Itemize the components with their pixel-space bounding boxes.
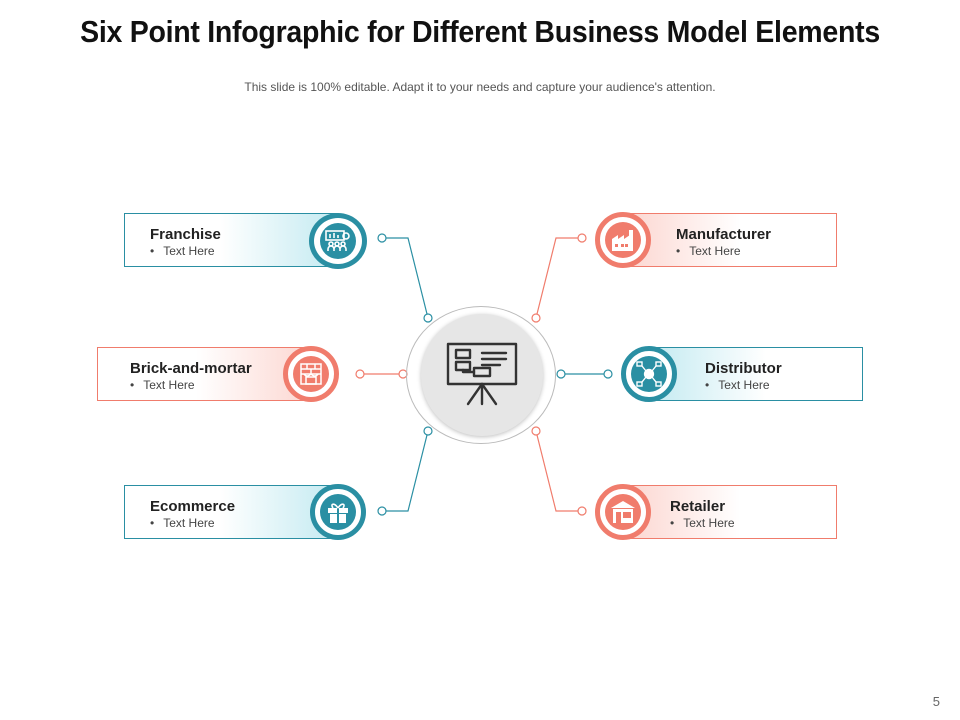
slide-title: Six Point Infographic for Different Busi… [80,14,880,49]
connector-manufacturer [535,237,582,319]
icon-circle-franchise [309,213,367,269]
item-box-brick-and-mortar: Brick-and-mortar •Text Here [97,347,317,401]
item-title-manufacturer: Manufacturer [676,226,772,243]
item-box-franchise: Franchise •Text Here [124,213,338,267]
item-bullet-distributor: •Text Here [705,378,770,392]
gift-icon [328,503,348,523]
icon-circle-manufacturer [595,212,651,268]
item-bullet-brick-and-mortar: •Text Here [130,378,195,392]
item-title-brick-and-mortar: Brick-and-mortar [130,360,252,377]
item-title-ecommerce: Ecommerce [150,498,236,515]
item-bullet-franchise: •Text Here [150,244,215,258]
item-bullet-retailer: •Text Here [670,516,735,530]
item-box-manufacturer: Manufacturer •Text Here [622,213,837,267]
page-number: 5 [932,694,940,709]
hub-ring [406,306,556,444]
hub-circle [421,314,543,436]
icon-circle-ecommerce [310,484,366,540]
icon-circle-distributor [621,346,677,402]
connector-ecommerce [382,430,429,512]
connector-retailer [535,430,582,512]
network-icon [636,361,662,387]
shop-icon [611,501,635,523]
slide-subtitle: This slide is 100% editable. Adapt it to… [244,80,716,94]
item-box-distributor: Distributor •Text Here [648,347,863,401]
presentation-board-icon [446,342,518,406]
item-bullet-ecommerce: •Text Here [150,516,215,530]
item-box-retailer: Retailer •Text Here [622,485,837,539]
icon-circle-brick-and-mortar [283,346,339,402]
connector-franchise [382,237,429,319]
item-title-distributor: Distributor [705,360,782,377]
storefront-icon [300,363,322,385]
item-bullet-manufacturer: •Text Here [676,244,741,258]
franchise-icon [325,230,350,251]
factory-icon [612,230,633,251]
item-title-franchise: Franchise [150,226,221,243]
item-box-ecommerce: Ecommerce •Text Here [124,485,338,539]
item-title-retailer: Retailer [670,498,726,515]
icon-circle-retailer [595,484,651,540]
